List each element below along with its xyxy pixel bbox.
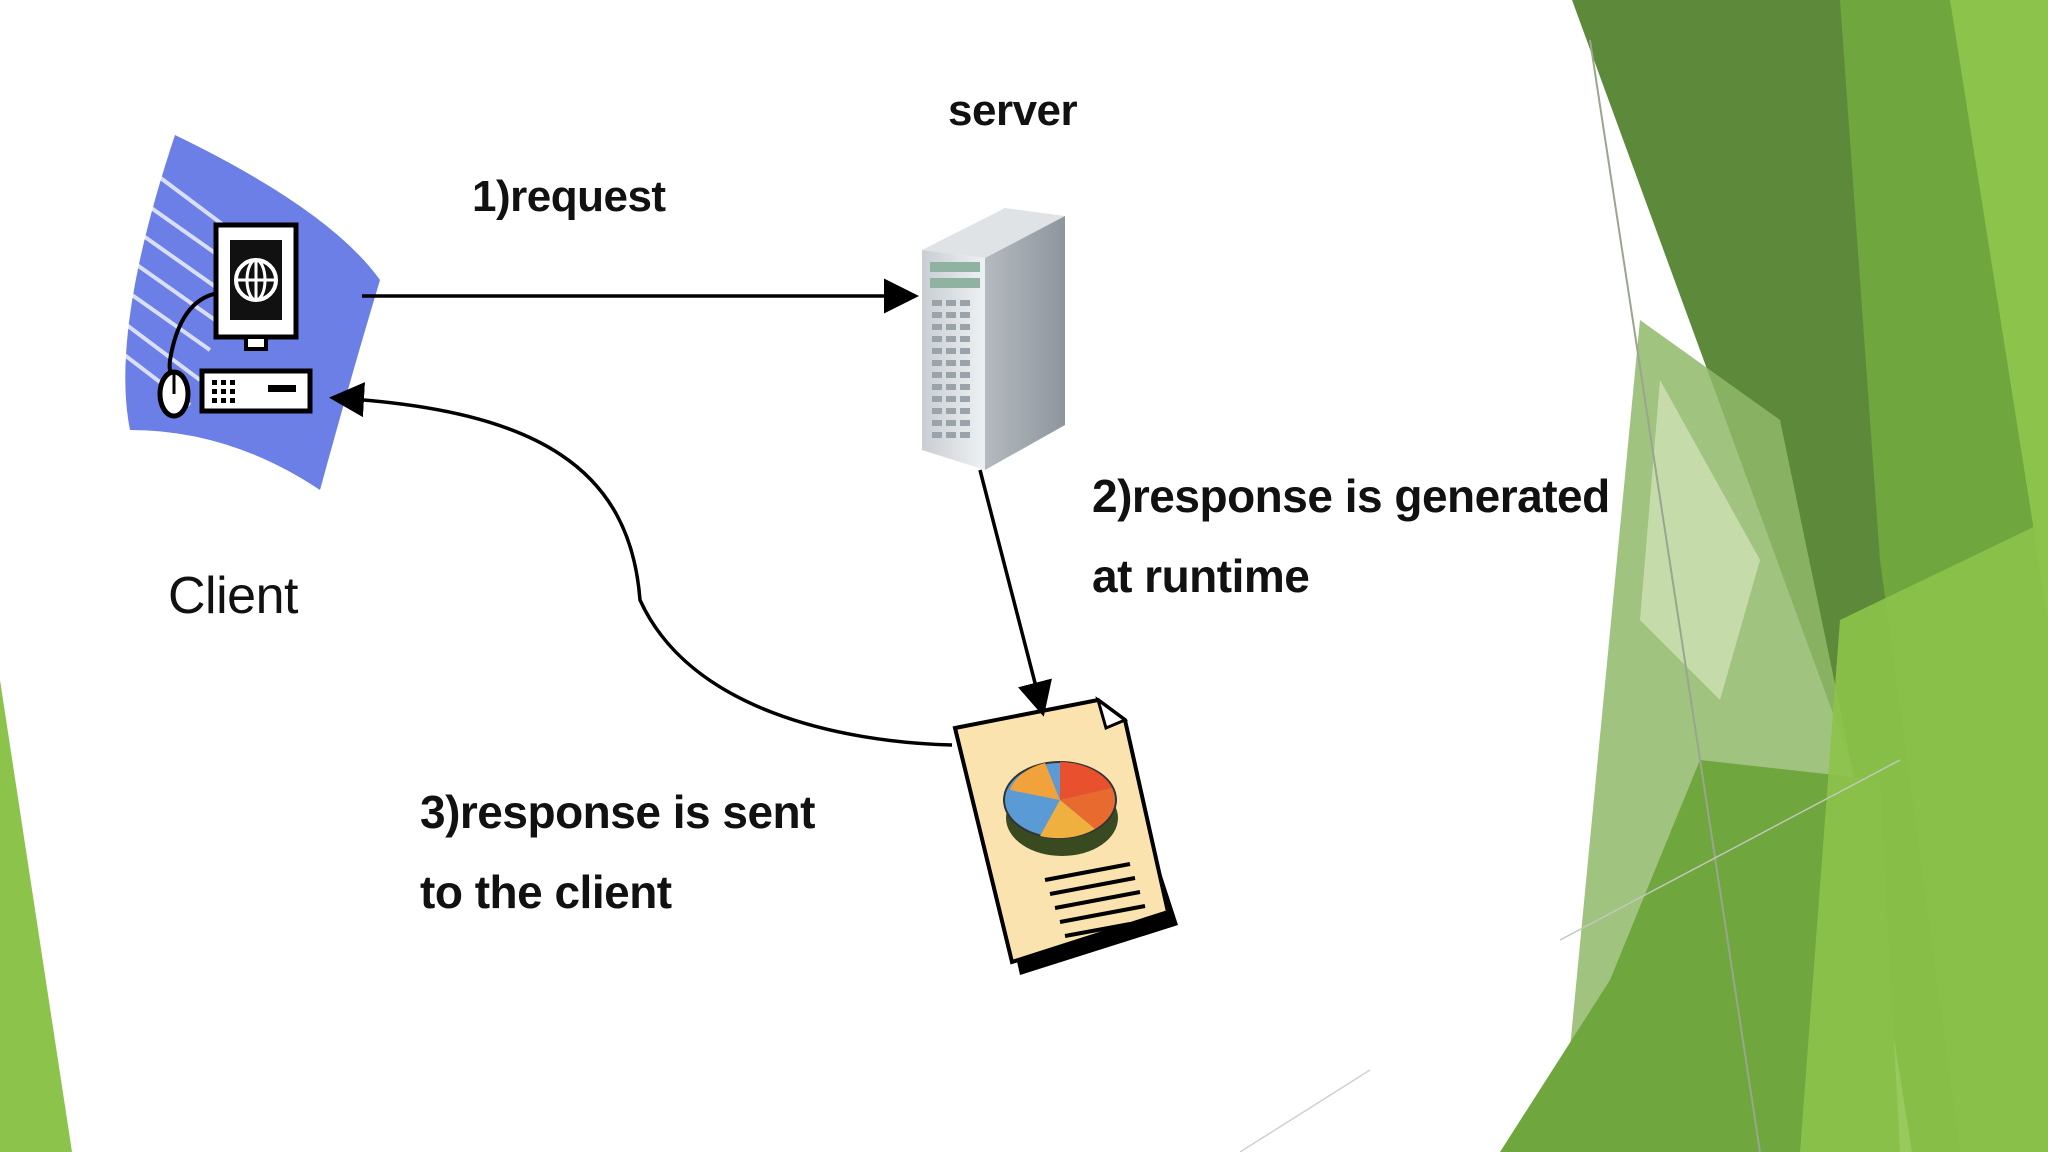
- client-label: Client: [168, 567, 298, 625]
- generate-step-line-2: at runtime: [1092, 550, 1310, 602]
- send-step-label: 3)response is sent to the client: [420, 772, 815, 932]
- server-tower-icon: [922, 208, 1065, 470]
- arrow-response: [329, 382, 953, 747]
- green-decoration-left: [0, 680, 72, 1152]
- generate-step-line-1: 2)response is generated: [1092, 470, 1610, 522]
- green-decoration-right: [1239, 0, 2048, 1152]
- server-label: server: [948, 86, 1078, 135]
- send-step-line-1: 3)response is sent: [420, 786, 815, 838]
- send-step-line-2: to the client: [420, 866, 672, 918]
- request-step-label: 1)request: [472, 172, 666, 221]
- client-computer-icon: [116, 135, 380, 490]
- generate-step-label: 2)response is generated at runtime: [1092, 456, 1610, 616]
- arrow-generate: [978, 469, 1052, 717]
- document-piechart-icon: [952, 696, 1178, 975]
